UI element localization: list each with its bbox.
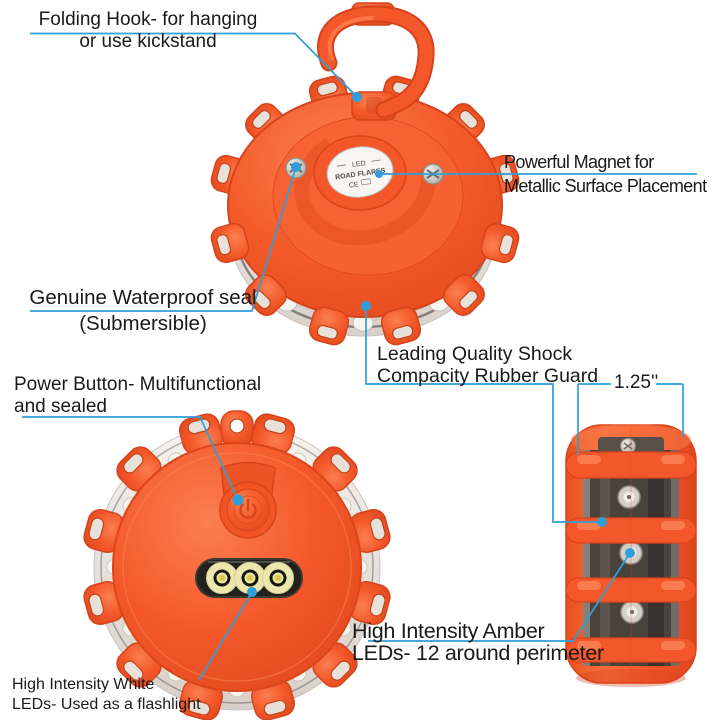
annotation-line: Folding Hook- for hanging	[38, 9, 258, 30]
guard-rib	[565, 637, 697, 663]
power-icon	[239, 498, 257, 519]
dimension-bracket	[577, 383, 684, 455]
amber-led	[617, 485, 641, 509]
annotation-white-leds: High Intensity White LEDs- Used as a fla…	[12, 675, 201, 715]
annotation-line: Leading Quality Shock	[377, 343, 573, 365]
side-bottom-shadow	[576, 669, 686, 687]
white-led	[262, 562, 294, 594]
annotation-waterproof-seal: Genuine Waterproof seal (Submersible)	[28, 287, 258, 335]
hanging-eyelet	[220, 410, 254, 448]
dimension-value: 1.25''	[614, 372, 659, 393]
annotation-power-button: Power Button- Multifunctional and sealed	[14, 374, 261, 418]
flare-front-view	[83, 410, 391, 720]
annotation-line: Compacity Rubber Guard	[377, 365, 599, 387]
rubber-tabs-lower	[210, 222, 520, 346]
label-led-text: LED	[352, 160, 366, 169]
leader-rubber-guard	[365, 306, 602, 523]
annotation-dimension: 1.25''	[614, 372, 658, 394]
annotation-line: (Submersible)	[79, 312, 207, 335]
front-disc-ring	[122, 452, 352, 682]
annotation-rubber-guard: Leading Quality Shock Compacity Rubber G…	[377, 343, 598, 387]
leader-amber-leds	[368, 552, 631, 642]
power-button	[219, 461, 277, 539]
annotation-line: Genuine Waterproof seal	[29, 286, 257, 309]
label-battery-icon	[360, 178, 371, 186]
annotation-line: Power Button- Multifunctional	[14, 374, 262, 395]
callout-lines	[22, 32, 697, 681]
side-screw-window	[598, 437, 664, 454]
annotation-line: LEDs- 12 around perimeter	[352, 641, 604, 665]
leader-folding-hook	[30, 32, 358, 98]
annotation-line: or use kickstand	[79, 31, 217, 52]
annotation-line: Powerful Magnet for	[504, 152, 654, 172]
guard-rib	[565, 451, 697, 479]
annotation-line: High Intensity White	[12, 676, 155, 693]
white-led-module	[195, 558, 303, 598]
white-led	[206, 562, 238, 594]
annotation-line: LEDs- Used as a flashlight	[12, 696, 201, 713]
annotation-magnet: Powerful Magnet for Metallic Surface Pla…	[504, 150, 707, 198]
leader-white-leds	[198, 591, 253, 681]
guard-rib	[565, 577, 697, 603]
annotation-folding-hook: Folding Hook- for hanging or use kicksta…	[33, 9, 263, 53]
product-label: LED ROAD FLARES CE	[326, 146, 394, 198]
leader-power-button	[22, 416, 239, 501]
folding-hook	[317, 5, 435, 119]
annotation-line: High Intensity Amber	[352, 619, 545, 643]
annotation-amber-leds: High Intensity Amber LEDs- 12 around per…	[352, 620, 604, 664]
label-ce-mark: CE	[349, 181, 360, 189]
leader-waterproof	[30, 166, 297, 312]
annotation-line: and sealed	[14, 396, 107, 417]
flare-top-view: LED ROAD FLARES CE	[210, 2, 520, 346]
amber-led	[620, 600, 644, 624]
annotation-line: Metallic Surface Placement	[504, 176, 707, 196]
